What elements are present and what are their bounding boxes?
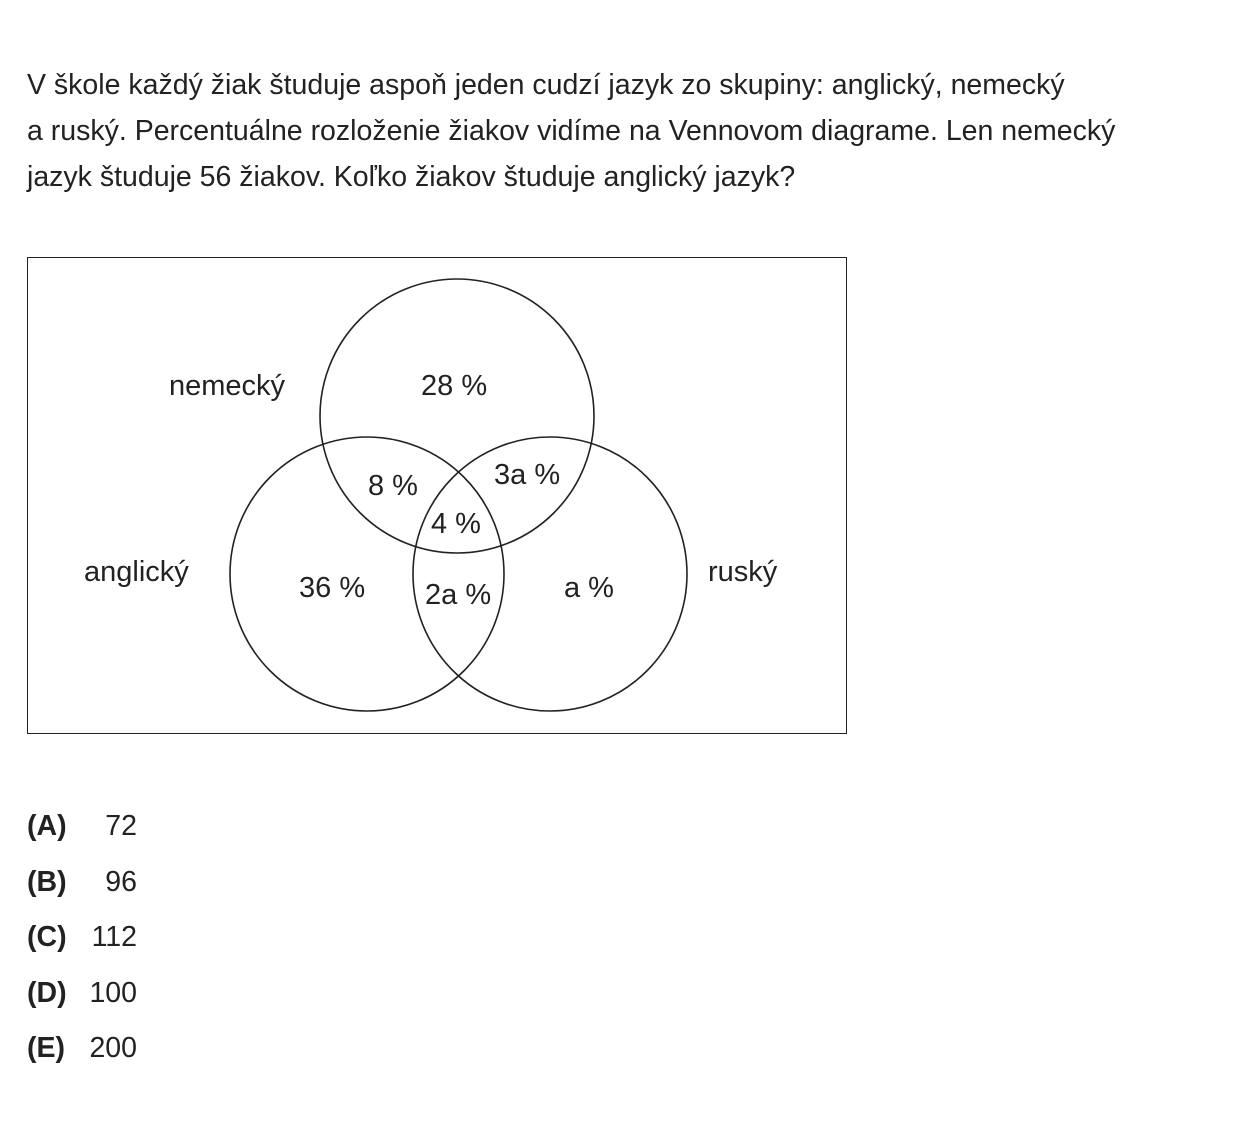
region-english-russian: 2a % xyxy=(425,579,491,611)
choice-letter: (A) xyxy=(27,810,67,842)
venn-diagram: nemecký anglický ruský 28 % 8 % 3a % 4 %… xyxy=(84,277,778,712)
label-russian: ruský xyxy=(708,556,778,588)
answer-choices: (A) 72 (B) 96 (C) 112 (D) 100 (E) 200 xyxy=(27,806,137,1084)
problem-line-3: jazyk študuje 56 žiakov. Koľko žiakov št… xyxy=(27,161,796,193)
region-all-three: 4 % xyxy=(431,508,481,540)
choice-c[interactable]: (C) 112 xyxy=(27,917,137,973)
problem-line-1: V škole každý žiak študuje aspoň jeden c… xyxy=(27,69,1065,101)
region-german-russian: 3a % xyxy=(494,459,560,491)
circle-english xyxy=(228,435,505,712)
choice-value: 100 xyxy=(89,976,137,1009)
choice-letter: (E) xyxy=(27,1032,65,1064)
choice-d[interactable]: (D) 100 xyxy=(27,973,137,1029)
region-english-only: 36 % xyxy=(299,572,365,604)
circle-russian xyxy=(411,435,688,712)
choice-value: 96 xyxy=(105,865,137,898)
choice-value: 112 xyxy=(91,921,137,953)
choice-value: 72 xyxy=(105,810,137,842)
choice-letter: (D) xyxy=(27,976,67,1009)
choice-b[interactable]: (B) 96 xyxy=(27,862,137,918)
venn-diagram-frame: nemecký anglický ruský 28 % 8 % 3a % 4 %… xyxy=(27,257,847,734)
problem-text: V škole každý žiak študuje aspoň jeden c… xyxy=(27,62,1227,200)
choice-e[interactable]: (E) 200 xyxy=(27,1028,137,1084)
choice-a[interactable]: (A) 72 xyxy=(27,806,137,862)
circle-german xyxy=(318,277,595,554)
label-german: nemecký xyxy=(169,370,286,402)
choice-letter: (B) xyxy=(27,865,67,898)
region-german-only: 28 % xyxy=(421,370,487,402)
choice-value: 200 xyxy=(89,1032,137,1064)
choice-letter: (C) xyxy=(27,921,67,953)
label-english: anglický xyxy=(84,556,189,588)
region-russian-only: a % xyxy=(564,572,614,604)
region-english-german: 8 % xyxy=(368,470,418,502)
problem-line-2: a ruský. Percentuálne rozloženie žiakov … xyxy=(27,115,1116,147)
